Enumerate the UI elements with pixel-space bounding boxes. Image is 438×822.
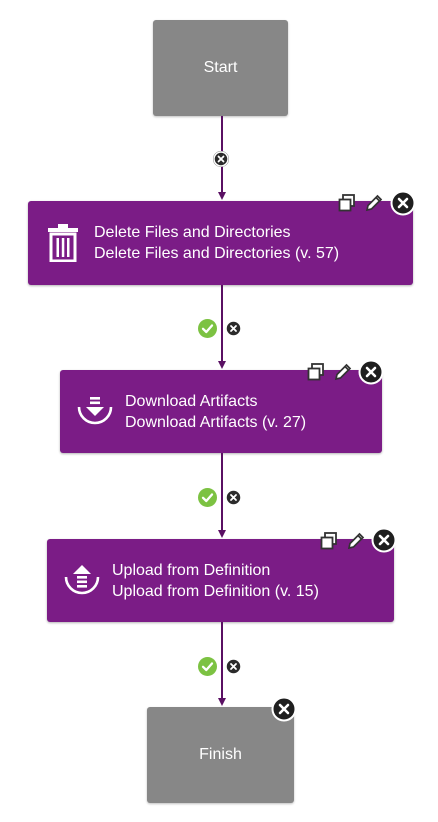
connector-line (221, 622, 223, 698)
step-subtitle: Delete Files and Directories (v. 57) (94, 245, 340, 262)
start-node[interactable]: Start (153, 20, 288, 116)
step-title: Download Artifacts (125, 393, 258, 410)
success-check-icon[interactable] (198, 657, 217, 676)
start-label: Start (203, 59, 238, 76)
step-subtitle: Upload from Definition (v. 15) (112, 583, 319, 600)
step-upload-from-definition[interactable]: Upload from Definition Upload from Defin… (47, 539, 394, 622)
upload-icon (63, 563, 101, 602)
edit-pencil-icon[interactable] (333, 362, 353, 382)
delete-x-icon[interactable] (390, 190, 416, 216)
connector-line (221, 453, 223, 530)
step-download-artifacts[interactable]: Download Artifacts Download Artifacts (v… (60, 370, 382, 453)
connector-line (221, 285, 223, 361)
failure-x-icon[interactable] (225, 658, 242, 675)
connector-arrow (218, 530, 226, 538)
trash-icon (48, 224, 78, 267)
failure-x-icon[interactable] (225, 320, 242, 337)
delete-x-icon[interactable] (371, 527, 397, 553)
finish-label: Finish (199, 746, 242, 763)
success-check-icon[interactable] (198, 319, 217, 338)
edit-pencil-icon[interactable] (364, 193, 384, 213)
connector-arrow (218, 361, 226, 369)
failure-x-icon[interactable] (213, 151, 229, 167)
step-title: Delete Files and Directories (94, 224, 291, 241)
step-title: Upload from Definition (112, 562, 271, 579)
success-check-icon[interactable] (198, 488, 217, 507)
copy-icon[interactable] (319, 531, 339, 551)
download-icon (76, 395, 114, 434)
finish-node[interactable]: Finish (147, 707, 294, 803)
connector-arrow (218, 698, 226, 706)
edit-pencil-icon[interactable] (346, 531, 366, 551)
copy-icon[interactable] (306, 362, 326, 382)
delete-x-icon[interactable] (271, 696, 297, 722)
step-subtitle: Download Artifacts (v. 27) (125, 414, 307, 431)
copy-icon[interactable] (337, 193, 357, 213)
failure-x-icon[interactable] (225, 489, 242, 506)
step-delete-files[interactable]: Delete Files and Directories Delete File… (28, 201, 413, 285)
connector-arrow (218, 192, 226, 200)
delete-x-icon[interactable] (358, 359, 384, 385)
